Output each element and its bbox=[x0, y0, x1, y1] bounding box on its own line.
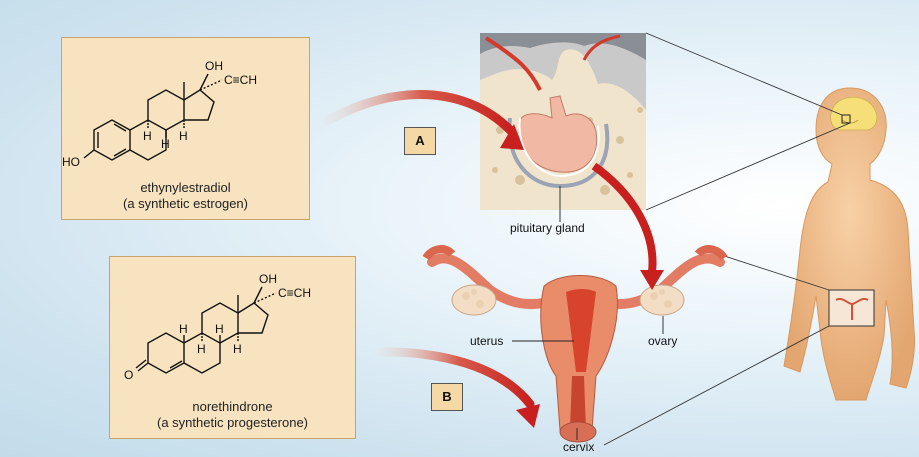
atom-h: H bbox=[215, 322, 224, 336]
label-cervix: cervix bbox=[563, 440, 594, 454]
label-uterus: uterus bbox=[470, 334, 503, 348]
atom-ethynyl: C≡CH bbox=[278, 286, 311, 300]
atom-ethynyl: C≡CH bbox=[224, 73, 257, 87]
norethindrone-panel: OH C≡CH O H H H H norethindrone (a synth… bbox=[109, 256, 356, 439]
badge-a: A bbox=[404, 127, 436, 155]
atom-h: H bbox=[161, 137, 170, 151]
label-pituitary-gland: pituitary gland bbox=[510, 221, 585, 235]
molecule-description: (a synthetic progesterone) bbox=[110, 415, 355, 431]
norethindrone-structure: OH C≡CH O H H H H bbox=[110, 257, 355, 397]
atom-o: O bbox=[124, 368, 133, 382]
atom-ho: HO bbox=[62, 155, 80, 169]
atom-h: H bbox=[179, 322, 188, 336]
molecule-description: (a synthetic estrogen) bbox=[62, 196, 309, 212]
atom-h: H bbox=[143, 129, 152, 143]
atom-oh: OH bbox=[205, 59, 223, 73]
molecule-name: norethindrone bbox=[110, 399, 355, 415]
label-ovary: ovary bbox=[648, 334, 677, 348]
human-figure bbox=[784, 88, 915, 400]
atom-oh: OH bbox=[259, 272, 277, 286]
ethynylestradiol-panel: OH C≡CH HO H H H ethynylestradiol (a syn… bbox=[61, 37, 310, 220]
molecule-name: ethynylestradiol bbox=[62, 180, 309, 196]
atom-h: H bbox=[179, 129, 188, 143]
badge-b: B bbox=[431, 383, 463, 411]
atom-h: H bbox=[233, 342, 242, 356]
ethynylestradiol-structure: OH C≡CH HO H H H bbox=[62, 38, 309, 178]
atom-h: H bbox=[197, 342, 206, 356]
